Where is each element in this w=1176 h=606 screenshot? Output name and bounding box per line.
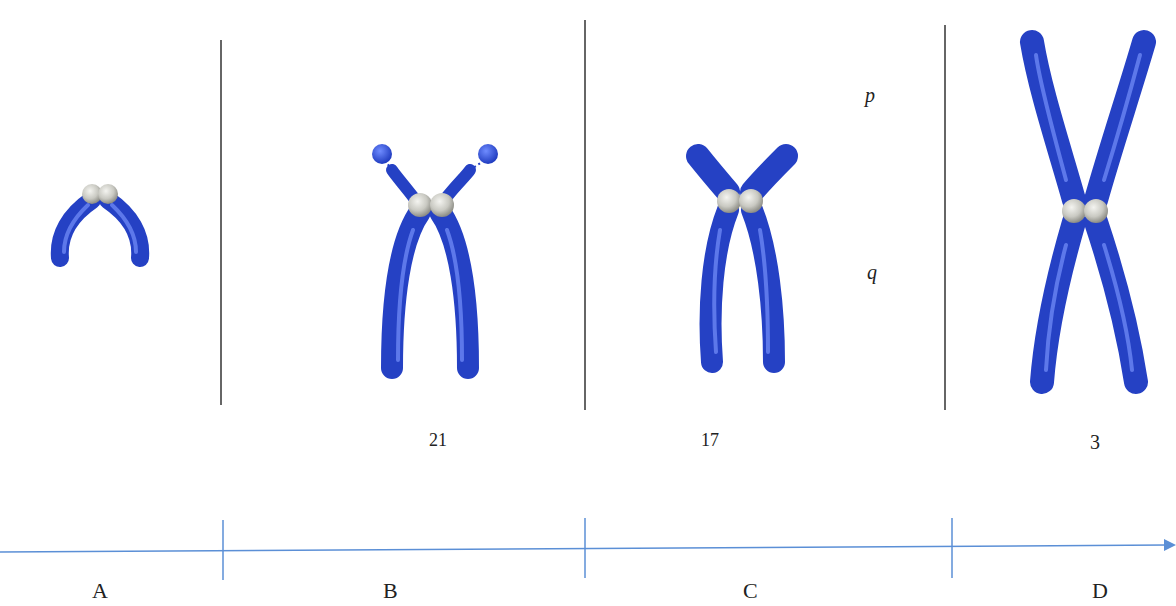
axis-line bbox=[0, 518, 1166, 580]
chromosome-number: 17 bbox=[701, 431, 719, 449]
arm-label: q bbox=[867, 262, 877, 282]
chromosome-17 bbox=[698, 156, 786, 362]
axis-letter: D bbox=[1092, 580, 1108, 602]
chromosome-number: 3 bbox=[1090, 432, 1100, 452]
separator-line bbox=[221, 20, 945, 410]
satellite-stalk bbox=[386, 162, 482, 170]
arm-label: p bbox=[865, 85, 875, 105]
axis-letter: C bbox=[743, 580, 758, 602]
chromosome-3 bbox=[1032, 42, 1144, 382]
axis-letter: B bbox=[383, 580, 398, 602]
chromosome-number: 21 bbox=[429, 431, 447, 449]
chromosome-a bbox=[60, 200, 140, 258]
axis-arrowhead bbox=[1164, 539, 1176, 551]
chromosome-21 bbox=[392, 170, 470, 368]
axis-letter: A bbox=[92, 580, 108, 602]
